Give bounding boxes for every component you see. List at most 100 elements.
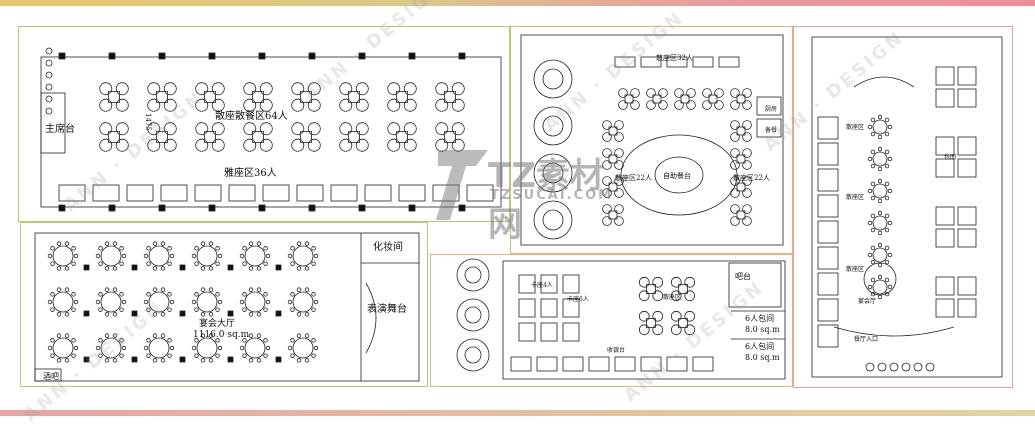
chair <box>121 299 127 305</box>
chair <box>147 98 161 112</box>
table-4-seat <box>608 154 618 164</box>
chair <box>50 338 55 343</box>
chair <box>242 261 247 266</box>
chair <box>670 324 682 336</box>
chair <box>64 241 70 246</box>
chair <box>160 358 166 363</box>
plant <box>45 107 53 115</box>
private-room-2-area: 8.0 sq.m <box>745 353 780 362</box>
show-stage-label: 表演舞台 <box>367 304 407 315</box>
chair <box>167 261 172 266</box>
buffet-ring-inner <box>654 156 704 194</box>
chair <box>98 292 103 297</box>
chair <box>160 312 166 317</box>
chair <box>867 156 873 162</box>
chair <box>884 163 890 169</box>
chair <box>730 216 740 226</box>
booth-table <box>562 298 580 318</box>
chair <box>887 284 893 290</box>
chair <box>152 241 158 246</box>
table-4-seat <box>252 91 264 103</box>
round-table <box>872 119 888 135</box>
table-4-seat <box>608 126 618 136</box>
chair <box>870 245 876 251</box>
chair <box>290 353 295 358</box>
table-4-seat <box>652 94 662 104</box>
chair <box>265 299 271 305</box>
bottom-gradient-bar <box>0 410 1035 416</box>
structural-column <box>108 52 116 60</box>
chair <box>451 98 465 112</box>
chair <box>208 312 214 317</box>
chair <box>191 299 197 305</box>
chair <box>194 307 199 312</box>
table-4-seat <box>204 91 216 103</box>
loose-seats-label: 散座区 <box>663 294 682 301</box>
booth-seat <box>398 184 426 202</box>
chair <box>47 345 53 351</box>
round-table <box>872 151 888 167</box>
chair <box>287 253 293 259</box>
chair <box>56 287 62 292</box>
structural-column <box>83 356 90 363</box>
plant <box>45 59 53 67</box>
chair <box>73 345 79 351</box>
chair <box>311 307 316 312</box>
chair <box>877 262 883 268</box>
table-4-seat <box>348 91 360 103</box>
chair <box>742 120 752 130</box>
chair <box>169 253 175 259</box>
chair <box>602 148 612 158</box>
chair <box>742 148 752 158</box>
chair <box>147 138 161 152</box>
chair <box>602 132 612 142</box>
chair <box>121 253 127 259</box>
plant <box>45 71 53 79</box>
chair <box>742 188 752 198</box>
structural-column <box>308 52 316 60</box>
chair <box>355 82 369 96</box>
table-4-seat <box>300 131 312 143</box>
sofa-seat <box>614 356 636 372</box>
chair <box>638 310 650 322</box>
chair <box>742 204 752 214</box>
booth-left <box>817 194 839 218</box>
chair <box>296 266 302 271</box>
vip-round-booth <box>533 106 573 146</box>
counter-seat <box>692 56 714 68</box>
chair <box>877 146 883 152</box>
booth-table <box>562 322 580 342</box>
chair <box>435 98 449 112</box>
round-booth <box>456 338 490 372</box>
chair <box>730 100 740 110</box>
structural-column <box>58 204 66 212</box>
table-4-seat <box>736 94 746 104</box>
table-4-seat <box>300 91 312 103</box>
chair <box>730 148 740 158</box>
chair <box>248 333 254 338</box>
chair <box>242 246 247 251</box>
chair <box>194 292 199 297</box>
chair <box>99 98 113 112</box>
chair <box>296 312 302 317</box>
chair <box>686 88 696 98</box>
booth-right <box>935 298 955 318</box>
booth-seat <box>466 184 494 202</box>
chair <box>877 242 883 248</box>
chair <box>870 277 876 283</box>
chair <box>403 82 417 96</box>
bar-counter <box>728 262 782 308</box>
chair <box>867 188 873 194</box>
booth-left <box>817 298 839 322</box>
chair <box>355 98 369 112</box>
structural-column <box>179 356 186 363</box>
area-label-3: 散座区 <box>846 266 865 273</box>
table-4-seat <box>678 284 688 294</box>
chair <box>215 307 220 312</box>
plan-panel-dining-hall: 主席台 散座散餐区64人 雅座区36人 1475 <box>18 26 510 222</box>
chair <box>307 82 321 96</box>
chair <box>163 98 177 112</box>
chair <box>115 122 129 136</box>
chair <box>884 245 890 251</box>
chair <box>98 353 103 358</box>
